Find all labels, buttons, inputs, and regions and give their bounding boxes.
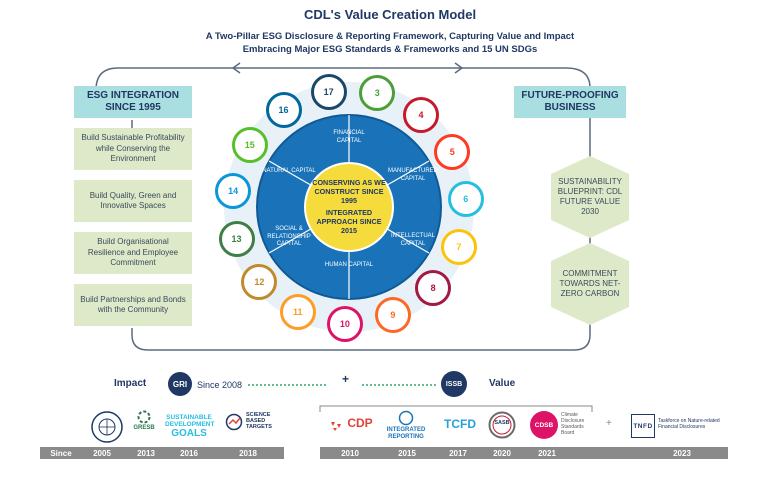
gresb-logo: GRESB — [133, 425, 155, 431]
sdg-icon: 11 — [279, 294, 316, 331]
sdg-icon: 12 — [241, 264, 278, 301]
sdg-icon: 9 — [374, 297, 411, 334]
timeline-year: 2018 — [239, 448, 257, 458]
gresb-mark — [137, 410, 151, 424]
sdg-icon: 16 — [265, 92, 302, 128]
sdg-number: 4 — [418, 109, 424, 120]
timeline-year: 2017 — [449, 448, 467, 458]
sdg-number: 10 — [339, 318, 350, 329]
sdg-number: 6 — [463, 193, 469, 204]
sdg-icon: 10 — [326, 305, 363, 342]
timeline-year: 2005 — [93, 448, 111, 458]
sdg-number: 13 — [231, 234, 242, 245]
capital-social: SOCIAL & RELATIONSHIP CAPITAL — [267, 226, 311, 247]
tnfd-logo: TNFD — [631, 414, 655, 438]
timeline-year: 2010 — [341, 448, 359, 458]
cdsb-description: Climate Disclosure Standards Board — [561, 412, 585, 436]
value-label: Value — [489, 378, 516, 389]
timeline-left — [40, 447, 284, 459]
ir-logo-line2: REPORTING — [388, 434, 424, 440]
left-pillar-item: Build Partnerships and Bonds with the Co… — [74, 284, 192, 326]
right-pillar-header: FUTURE-PROOFING BUSINESS — [514, 86, 626, 118]
cdp-logo: CDP — [347, 416, 373, 430]
sdg-number: 14 — [228, 185, 239, 196]
sdg-logo-line3: GOALS — [171, 428, 207, 439]
ir-logo-line1: INTEGRATED — [386, 427, 426, 433]
tcfd-logo: TCFD — [444, 417, 476, 431]
sdg-logo-line1: SUSTAINABLE — [166, 414, 212, 421]
capital-financial: FINANCIAL CAPITAL — [333, 130, 365, 144]
sdg-icon: 4 — [403, 96, 440, 133]
sbt-logo-line3: TARGETS — [246, 424, 272, 430]
sdg-number: 9 — [390, 310, 396, 321]
plus-sign: + — [342, 372, 350, 386]
sdg-number: 7 — [456, 242, 462, 253]
gri-since: Since 2008 — [197, 380, 243, 390]
timeline-right — [320, 447, 728, 459]
sasb-logo-text: SASB — [494, 420, 510, 426]
sdg-number: 17 — [323, 86, 334, 97]
sbt-logo-mark — [225, 413, 243, 431]
page-title: CDL's Value Creation Model — [303, 7, 477, 22]
sdg-icon: 13 — [218, 221, 255, 258]
sdg-icon: 7 — [440, 229, 477, 266]
sdg-logo-line2: DEVELOPMENT — [165, 421, 215, 428]
sdg-number: 3 — [374, 88, 380, 99]
right-pillar-hexagon: SUSTAINABILITY BLUEPRINT: CDL FUTURE VAL… — [551, 156, 629, 238]
sbt-logo-line1: SCIENCE — [246, 412, 271, 418]
left-pillar-item: Build Organisational Resilience and Empl… — [74, 232, 192, 274]
capital-human: HUMAN CAPITAL — [324, 262, 374, 268]
gri-logo: GRI — [168, 372, 192, 396]
sdg-icon: 17 — [310, 73, 347, 110]
sdg-number: 5 — [449, 147, 455, 158]
issb-logo: ISSB — [441, 371, 467, 397]
ir-logo-mark — [398, 410, 414, 426]
subtitle-1: A Two-Pillar ESG Disclosure & Reporting … — [205, 31, 575, 42]
capital-manufactured: MANUFACTURED CAPITAL — [387, 168, 438, 182]
left-pillar-item: Build Quality, Green and Innovative Spac… — [74, 180, 192, 222]
timeline-year: 2023 — [673, 448, 691, 458]
sdg-number: 16 — [278, 105, 289, 115]
sdg-icon: 8 — [415, 270, 452, 307]
sdg-number: 15 — [244, 139, 255, 150]
arrow-right-icon — [454, 62, 464, 74]
sdg-number: 12 — [254, 277, 265, 288]
timeline-year: 2021 — [538, 448, 556, 458]
sdg-icon: 15 — [231, 126, 268, 163]
timeline-year: 2016 — [180, 448, 198, 458]
wheel-center-text-1: CONSERVING AS WE CONSTRUCT SINCE 1995 — [312, 178, 386, 205]
wheel-center-text-2: INTEGRATED APPROACH SINCE 2015 — [316, 208, 382, 235]
sdg-icon: 3 — [359, 75, 396, 112]
sasb-logo — [488, 411, 516, 439]
capital-intellectual: INTELLECTUAL CAPITAL — [390, 233, 435, 247]
left-pillar-item: Build Sustainable Profitability while Co… — [74, 128, 192, 170]
impact-label: Impact — [114, 378, 147, 389]
sdg-number: 11 — [292, 307, 303, 318]
sdg-icon: 6 — [447, 180, 484, 217]
timeline-since: Since — [50, 448, 72, 458]
sbt-logo-line2: BASED — [246, 418, 266, 424]
un-global-compact-logo — [91, 411, 123, 443]
arrow-left-icon — [231, 62, 241, 74]
sdg-icon: 5 — [434, 134, 471, 171]
capital-natural: NATURAL CAPITAL — [262, 168, 316, 174]
right-pillar-hexagon: COMMITMENT TOWARDS NET-ZERO CARBON — [551, 243, 629, 325]
subtitle-2: Embracing Major ESG Standards & Framewor… — [242, 44, 538, 55]
timeline-year: 2013 — [137, 448, 155, 458]
tnfd-description: Taskforce on Nature-related Financial Di… — [658, 418, 720, 431]
cdp-logo-mark — [331, 422, 341, 431]
left-pillar-header: ESG INTEGRATION SINCE 1995 — [74, 86, 192, 118]
sdg-number: 8 — [430, 283, 436, 294]
plus-sign-2: + — [606, 418, 612, 429]
timeline-year: 2015 — [398, 448, 416, 458]
sdg-icon: 14 — [215, 172, 252, 209]
timeline-year: 2020 — [493, 448, 511, 458]
cdsb-logo: CDSB — [530, 411, 558, 439]
